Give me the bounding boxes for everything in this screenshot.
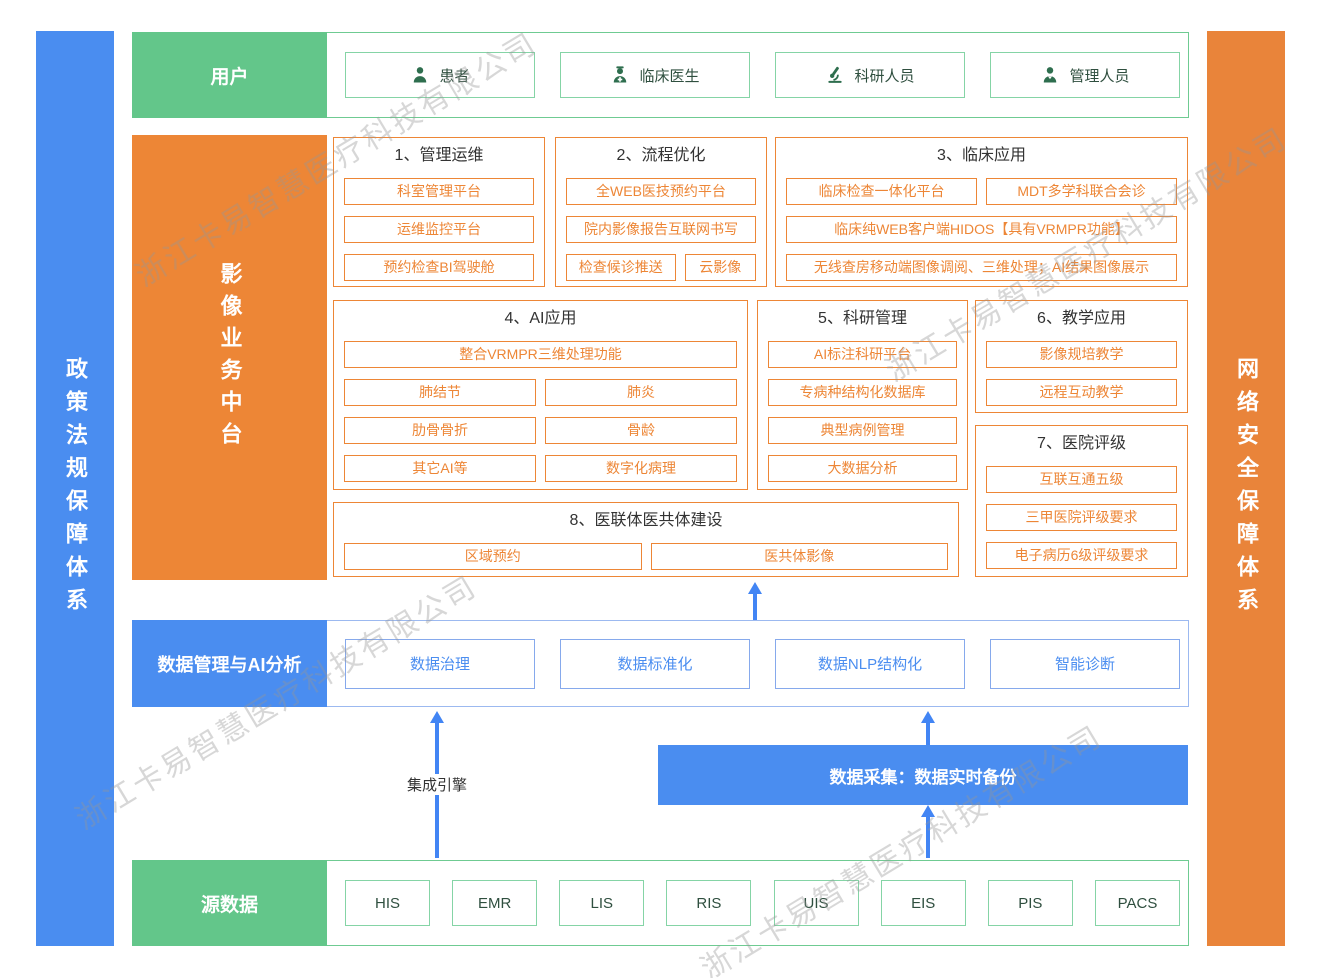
section-medical-consortium: 8、医联体医共体建设 区域预约 医共体影像 [333, 502, 959, 577]
platform-item: 检查候诊推送 [566, 254, 676, 281]
platform-item: 无线查房移动端图像调阅、三维处理；AI结果图像展示 [786, 254, 1177, 281]
user-item-label: 科研人员 [854, 67, 915, 85]
section-title: 7、医院评级 [1037, 435, 1126, 452]
data-item: 数据治理 [345, 638, 535, 689]
section-row: 其它AI等 数字化病理 [344, 455, 737, 482]
platform-item: 专病种结构化数据库 [768, 379, 957, 406]
section-research-management: 5、科研管理 AI标注科研平台 专病种结构化数据库 典型病例管理 大数据分析 [757, 300, 968, 490]
integration-engine-label: 集成引擎 [393, 774, 481, 795]
platform-item: 肺炎 [545, 379, 737, 406]
network-security-bar: 网络安全保障体系 [1207, 31, 1285, 946]
platform-item: 数字化病理 [545, 455, 737, 482]
section-title: 2、流程优化 [616, 147, 706, 164]
platform-item: MDT多学科联合会诊 [986, 178, 1177, 205]
platform-item: 医共体影像 [650, 543, 948, 570]
network-security-label: 网络安全保障体系 [1234, 356, 1259, 621]
section-hospital-rating: 7、医院评级 互联互通五级 三甲医院评级要求 电子病历6级评级要求 [975, 425, 1188, 577]
admin-icon [1044, 67, 1057, 83]
user-item-label: 患者 [439, 67, 470, 85]
platform-item: 科室管理平台 [344, 178, 534, 205]
users-row-label: 用户 [132, 32, 327, 118]
user-item-doctor: 临床医生 [560, 52, 750, 98]
data-item: 数据标准化 [560, 638, 750, 689]
source-item-pis: PIS [987, 880, 1073, 926]
section-management-ops: 1、管理运维 科室管理平台 运维监控平台 预约检查BI驾驶舱 [333, 137, 545, 287]
source-item-emr: EMR [452, 880, 538, 926]
platform-item: 院内影像报告互联网书写 [566, 216, 756, 243]
platform-item: 临床检查一体化平台 [786, 178, 977, 205]
section-title: 1、管理运维 [394, 147, 484, 164]
platform-item: 预约检查BI驾驶舱 [344, 254, 534, 281]
user-item-researcher: 科研人员 [775, 52, 965, 98]
policy-regulation-bar: 政策法规保障体系 [36, 31, 114, 946]
imaging-platform-label: 影像业务中台 [217, 261, 243, 454]
platform-item: 典型病例管理 [768, 417, 957, 444]
up-arrow-collection-bottom [921, 805, 935, 858]
user-item-label: 管理人员 [1069, 67, 1130, 85]
section-row: 检查候诊推送 云影像 [566, 254, 756, 281]
user-item-label: 临床医生 [639, 67, 700, 85]
user-item-admin: 管理人员 [990, 52, 1180, 98]
source-data-label: 源数据 [132, 860, 327, 946]
data-item: 智能诊断 [990, 638, 1180, 689]
source-item-his: HIS [345, 880, 430, 926]
section-row: 临床检查一体化平台 MDT多学科联合会诊 [786, 178, 1177, 205]
platform-item: 全WEB医技预约平台 [566, 178, 756, 205]
user-item-patient: 患者 [345, 52, 535, 98]
source-data-content: HIS EMR LIS RIS UIS EIS PIS PACS [345, 861, 1180, 945]
platform-item: 影像规培教学 [986, 341, 1177, 368]
source-item-ris: RIS [666, 880, 752, 926]
data-management-content: 数据治理 数据标准化 数据NLP结构化 智能诊断 [345, 621, 1180, 706]
policy-regulation-label: 政策法规保障体系 [63, 356, 88, 621]
platform-item: 大数据分析 [768, 455, 957, 482]
section-row: 区域预约 医共体影像 [344, 543, 948, 570]
section-row: 肋骨骨折 骨龄 [344, 417, 737, 444]
platform-item: 三甲医院评级要求 [986, 504, 1177, 531]
platform-item: AI标注科研平台 [768, 341, 957, 368]
platform-item: 骨龄 [545, 417, 737, 444]
platform-item: 云影像 [684, 254, 756, 281]
data-management-row: 数据管理与AI分析 数据治理 数据标准化 数据NLP结构化 智能诊断 [132, 620, 1189, 707]
data-item: 数据NLP结构化 [775, 638, 965, 689]
platform-item: 临床纯WEB客户端HIDOS【具有VRMPR功能】 [786, 216, 1177, 243]
data-collection-bar: 数据采集：数据实时备份 [658, 745, 1188, 805]
source-item-lis: LIS [559, 880, 645, 926]
section-teaching-application: 6、教学应用 影像规培教学 远程互动教学 [975, 300, 1188, 413]
platform-item: 运维监控平台 [344, 216, 534, 243]
platform-item: 互联互通五级 [986, 466, 1177, 493]
source-data-row: 源数据 HIS EMR LIS RIS UIS EIS PIS PACS [132, 860, 1189, 946]
platform-item: 区域预约 [344, 543, 642, 570]
imaging-platform-label-box: 影像业务中台 [132, 135, 327, 580]
platform-item: 整合VRMPR三维处理功能 [344, 341, 737, 368]
platform-item: 远程互动教学 [986, 379, 1177, 406]
up-arrow-to-platform [748, 582, 762, 620]
section-process-optimization: 2、流程优化 全WEB医技预约平台 院内影像报告互联网书写 检查候诊推送 云影像 [555, 137, 767, 287]
platform-item: 电子病历6级评级要求 [986, 542, 1177, 569]
doctor-icon [614, 66, 627, 83]
up-arrow-collection-top [921, 711, 935, 745]
data-management-label: 数据管理与AI分析 [132, 620, 327, 707]
platform-item: 肋骨骨折 [344, 417, 536, 444]
section-title: 6、教学应用 [1037, 310, 1126, 327]
section-title: 4、AI应用 [504, 310, 577, 327]
source-item-uis: UIS [773, 880, 859, 926]
section-clinical-application: 3、临床应用 临床检查一体化平台 MDT多学科联合会诊 临床纯WEB客户端HID… [775, 137, 1188, 287]
source-item-eis: EIS [880, 880, 966, 926]
platform-item: 肺结节 [344, 379, 536, 406]
section-row: 肺结节 肺炎 [344, 379, 737, 406]
source-item-pacs: PACS [1094, 880, 1180, 926]
users-row: 用户 患者 临床医生 科研人员 管理人员 [132, 32, 1189, 118]
section-ai-application: 4、AI应用 整合VRMPR三维处理功能 肺结节 肺炎 肋骨骨折 骨龄 其它AI… [333, 300, 748, 490]
section-title: 3、临床应用 [937, 147, 1026, 164]
users-row-content: 患者 临床医生 科研人员 管理人员 [345, 33, 1180, 117]
section-title: 5、科研管理 [818, 310, 907, 327]
patient-icon [414, 67, 427, 83]
microscope-icon [828, 66, 843, 83]
section-title: 8、医联体医共体建设 [569, 512, 723, 529]
platform-item: 其它AI等 [344, 455, 536, 482]
